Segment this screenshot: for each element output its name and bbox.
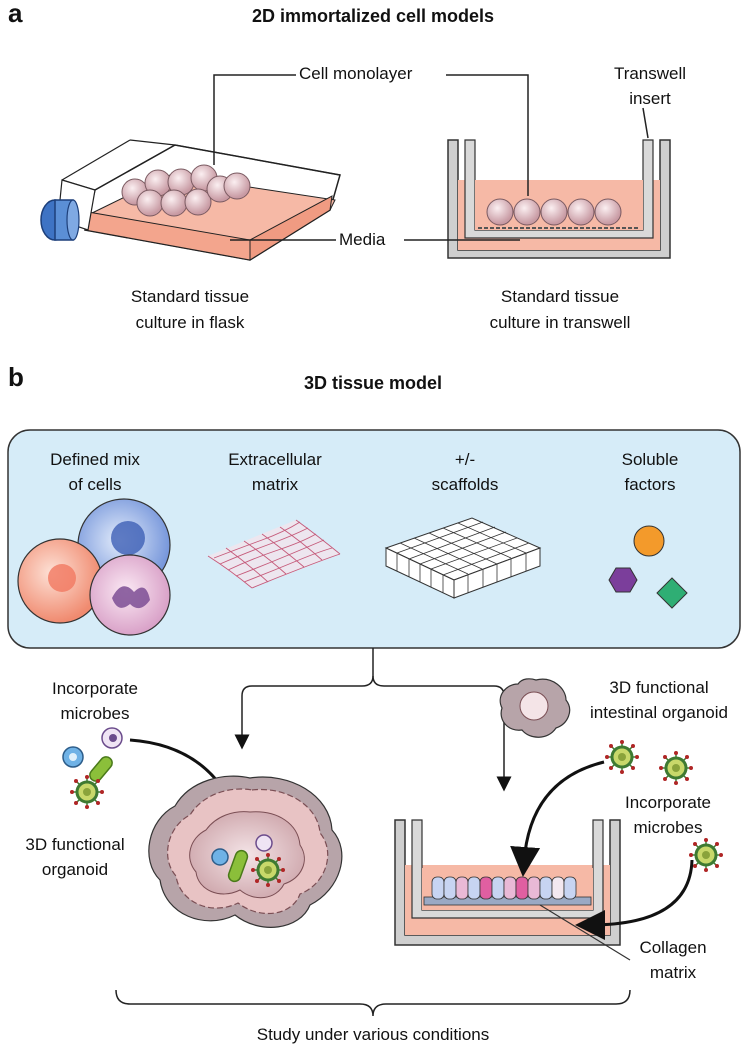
flask-caption-1: Standard tissue [130,287,250,306]
study-bracket [115,989,631,1017]
panel-b-title: 3D tissue model [303,373,443,393]
panel-a-title: 2D immortalized cell models [251,6,495,26]
extracellular-matrix-icon [207,519,341,589]
left-organoid [148,775,343,928]
component-label-scaffolds-1: +/- [454,450,476,469]
transwell-caption-2: culture in transwell [489,313,631,332]
component-label-cells-1: Defined mix [50,450,140,469]
flask-cell-monolayer [121,164,251,217]
right-microbe-arrow-top [510,760,605,877]
transwell-cell-monolayer [486,198,622,226]
component-label-soluble-2: factors [624,475,676,494]
component-label-soluble-1: Soluble [621,450,679,469]
right-microbe-arrow-bottom [575,859,694,940]
panel-a-letter: a [8,0,23,28]
component-label-ecm-1: Extracellular [228,450,322,469]
incorporate-microbes-right-2: microbes [633,818,703,837]
collagen-label-1: Collagen [639,938,707,957]
organoid-left-2: organoid [41,860,109,879]
scaffold-grid-icon [384,517,542,599]
defined-mix-of-cells-icon [17,498,171,636]
organoid-right-2: intestinal organoid [590,703,728,722]
transwell-insert-label-2: insert [629,89,671,108]
component-label-ecm-2: matrix [251,475,299,494]
cell-monolayer-label: Cell monolayer [299,64,413,83]
transwell-insert-label-1: Transwell [613,64,687,83]
media-label: Media [339,230,386,249]
transwell-caption-1: Standard tissue [500,287,620,306]
intestinal-organoid-icon [499,678,571,738]
collagen-leader-line [539,904,631,961]
organoid-left-1: 3D functional [25,835,125,854]
study-label: Study under various conditions [256,1025,490,1044]
incorporate-microbes-left-2: microbes [60,704,130,723]
component-label-cells-2: of cells [68,475,122,494]
panel-b-letter: b [8,362,24,392]
flask-caption-2: culture in flask [135,313,245,332]
incorporate-microbes-right-1: Incorporate [625,793,711,812]
components-box [7,429,741,649]
incorporate-microbes-left-1: Incorporate [52,679,138,698]
branch-arrows [234,648,512,792]
panel-a-leader-lines [213,74,649,241]
collagen-label-2: matrix [649,963,697,982]
organoid-right-1: 3D functional [609,678,709,697]
component-label-scaffolds-2: scaffolds [431,475,499,494]
left-microbes [62,727,123,811]
organoid-transwell [394,819,621,946]
soluble-factors-icon [608,525,688,609]
